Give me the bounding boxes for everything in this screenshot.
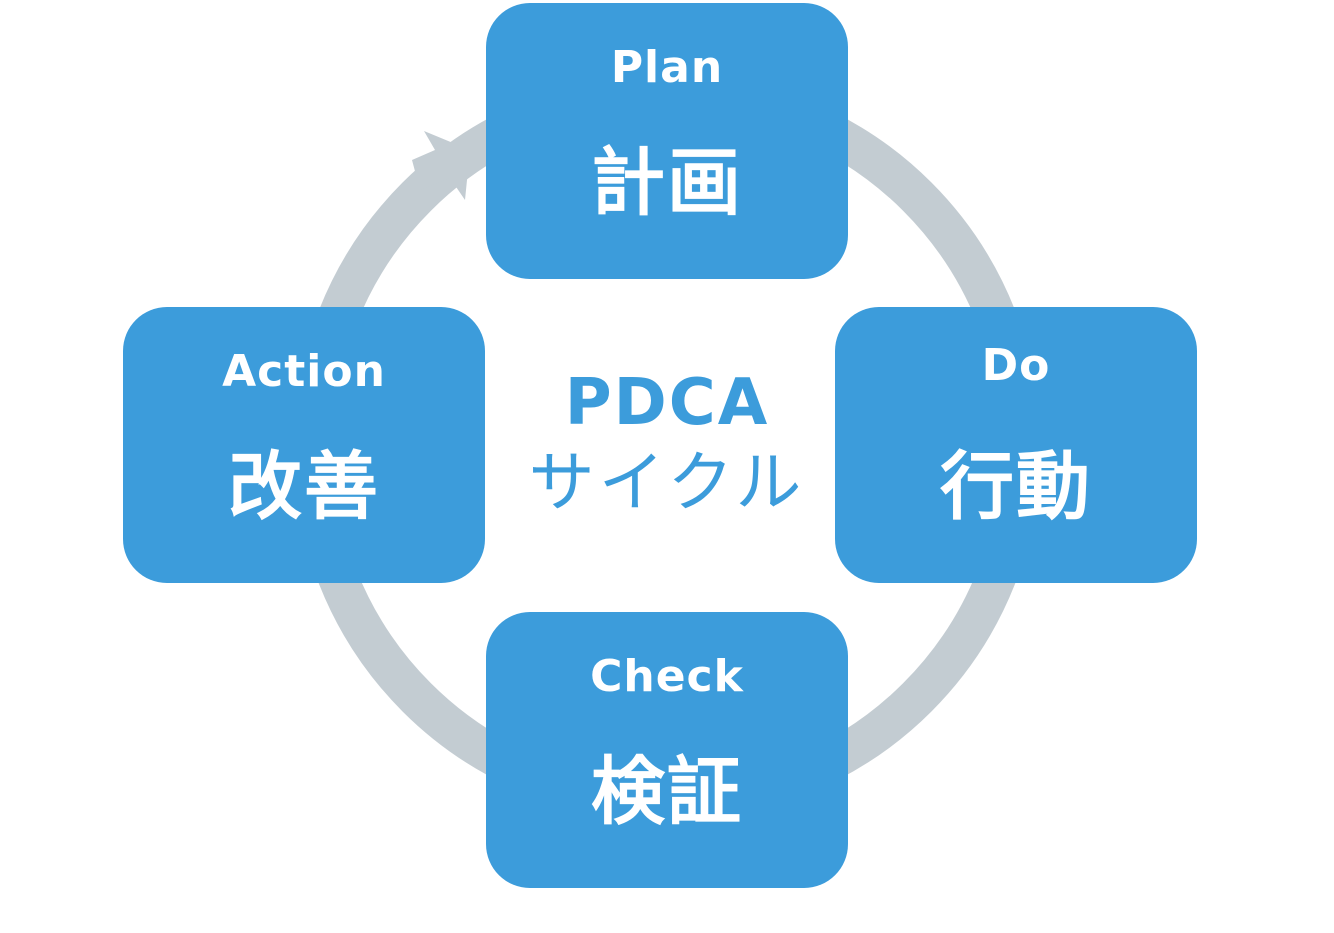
step-do-english: Do [981,340,1051,391]
step-action-japanese: 改善 [228,444,380,530]
step-do-japanese: 行動 [940,444,1092,530]
center-title: PDCA [564,366,770,440]
step-plan-japanese: 計画 [591,140,743,226]
cycle-arrowhead-icon [412,131,470,200]
step-plan-english: Plan [610,42,724,93]
step-plan: Plan 計画 [486,3,848,279]
step-action-english: Action [222,346,386,397]
step-check-english: Check [590,651,744,702]
center-subtitle: サイクル [528,444,806,521]
step-do: Do 行動 [835,307,1197,583]
step-check: Check 検証 [486,612,848,888]
step-check-japanese: 検証 [591,749,743,835]
step-action: Action 改善 [123,307,485,583]
